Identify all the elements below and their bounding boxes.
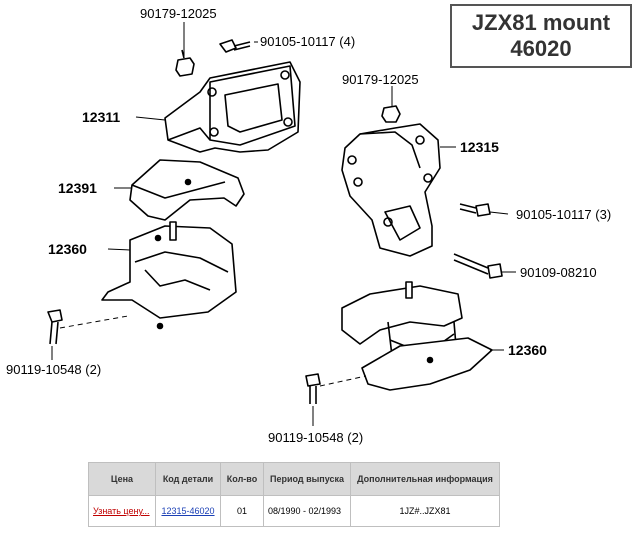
leader-lines <box>51 22 516 426</box>
nut-90179-right <box>381 105 401 123</box>
label-12360-right: 12360 <box>508 342 547 358</box>
info-cell: 1JZ#..JZX81 <box>350 495 500 527</box>
parts-table: Цена Код детали Кол-во Период выпуска До… <box>88 462 500 527</box>
title-box: JZX81 mount 46020 <box>450 4 632 68</box>
insulator-12360-left <box>101 221 237 330</box>
header-info: Дополнительная информация <box>350 462 500 496</box>
bolt-90119-right <box>305 373 367 404</box>
header-price: Цена <box>88 462 156 496</box>
bolt-90109-right <box>453 253 503 279</box>
title-model: JZX81 mount <box>471 10 611 35</box>
table-row: Узнать цену... 12315-46020 01 08/1990 - … <box>88 495 500 527</box>
bracket-12311 <box>164 61 301 153</box>
period-cell: 08/1990 - 02/1993 <box>263 495 351 527</box>
label-12391: 12391 <box>58 180 97 196</box>
label-90109-08210: 90109-08210 <box>520 265 597 280</box>
bolt-90105-left <box>219 39 251 53</box>
header-code: Код детали <box>155 462 221 496</box>
qty-cell: 01 <box>220 495 264 527</box>
label-90179-12025-left: 90179-12025 <box>140 6 217 21</box>
price-link[interactable]: Узнать цену... <box>93 506 150 516</box>
engine-mount-diagram: 90179-12025 90105-10117 (4) 12311 12391 … <box>6 6 611 445</box>
insulator-12360-right <box>341 281 493 391</box>
bolt-90105-right <box>459 203 491 217</box>
label-90119-10548-right: 90119-10548 (2) <box>268 430 363 445</box>
label-90179-12025-right: 90179-12025 <box>342 72 419 87</box>
label-90105-10117-left: 90105-10117 (4) <box>260 34 355 49</box>
header-qty: Кол-во <box>220 462 264 496</box>
label-90105-10117-right: 90105-10117 (3) <box>516 207 611 222</box>
label-12311: 12311 <box>82 109 120 125</box>
title-code: 46020 <box>510 36 572 61</box>
label-90119-10548-left: 90119-10548 (2) <box>6 362 101 377</box>
heat-shield-12391 <box>129 159 245 221</box>
bracket-12315 <box>341 123 441 257</box>
label-12360-left: 12360 <box>48 241 87 257</box>
label-12315: 12315 <box>460 139 499 155</box>
part-code-link[interactable]: 12315-46020 <box>161 506 215 516</box>
table-header-row: Цена Код детали Кол-во Период выпуска До… <box>88 462 500 496</box>
bolt-90119-left <box>47 309 129 345</box>
header-period: Период выпуска <box>263 462 351 496</box>
nut-90179-left <box>175 49 195 77</box>
